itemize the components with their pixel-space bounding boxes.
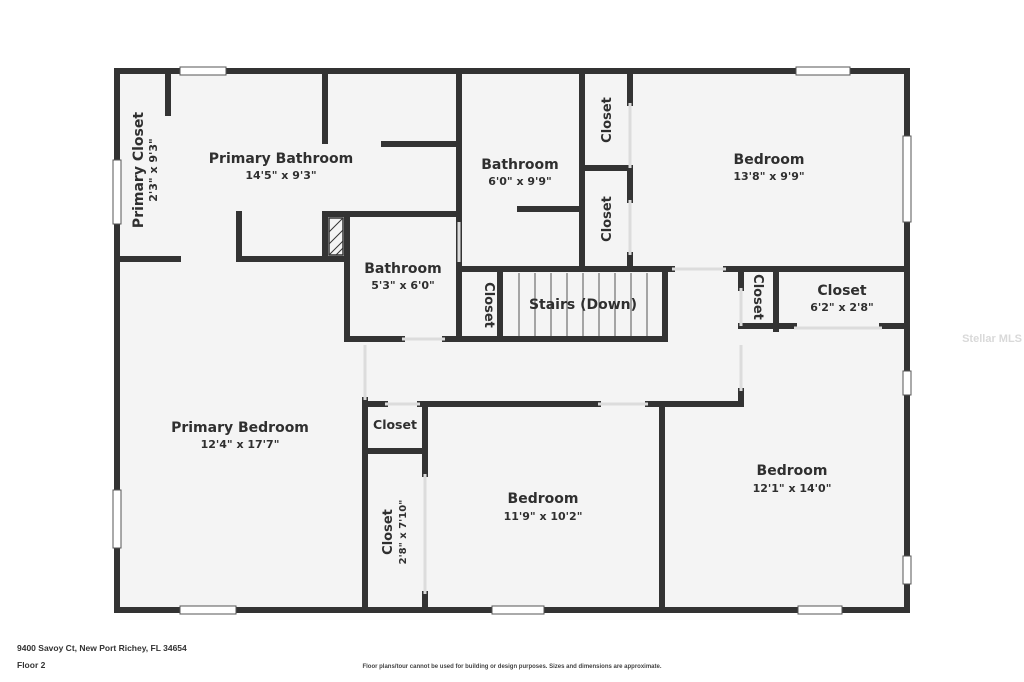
room-name-closet: Closet — [373, 417, 417, 432]
watermark: Stellar MLS — [962, 333, 1022, 345]
room-name-closet: Closet — [481, 282, 496, 328]
room-name-closet: Closet — [750, 274, 765, 320]
room-dims-primary-bathroom: 14'5" x 9'3" — [245, 169, 316, 182]
room-name-closet: Closet — [817, 283, 867, 299]
room-name-primary-bedroom: Primary Bedroom — [171, 420, 309, 436]
room-dims-primary-bedroom: 12'4" x 17'7" — [201, 438, 280, 451]
room-dims-bathroom: 6'0" x 9'9" — [488, 175, 552, 188]
floor-label: Floor 2 — [17, 660, 46, 670]
room-dims-closet: 2'8" x 7'10" — [398, 500, 409, 565]
room-dims-bathroom: 5'3" x 6'0" — [371, 279, 435, 292]
room-name-primary-bathroom: Primary Bathroom — [209, 151, 353, 167]
room-dims-bedroom: 12'1" x 14'0" — [753, 482, 832, 495]
room-name-bedroom: Bedroom — [734, 152, 805, 168]
stairs-treads — [518, 273, 648, 336]
room-dims-primary-closet: 2'3" x 9'3" — [147, 138, 160, 202]
room-dims-closet: 6'2" x 2'8" — [810, 301, 874, 314]
address-text: 9400 Savoy Ct, New Port Richey, FL 34654 — [17, 643, 187, 653]
room-name-bathroom: Bathroom — [481, 157, 559, 173]
disclaimer-text: Floor plans/tour cannot be used for buil… — [362, 664, 662, 670]
room-name-stairs: Stairs (Down) — [529, 297, 637, 313]
walls — [114, 68, 910, 613]
room-name-closet: Closet — [600, 196, 615, 242]
room-dims-bedroom: 13'8" x 9'9" — [733, 170, 804, 183]
room-dims-bedroom: 11'9" x 10'2" — [504, 510, 583, 523]
room-name-primary-closet: Primary Closet — [131, 112, 147, 228]
room-name-bedroom: Bedroom — [757, 463, 828, 479]
room-name-bedroom: Bedroom — [508, 491, 579, 507]
room-name-bathroom: Bathroom — [364, 261, 442, 277]
room-name-closet: Closet — [381, 509, 396, 555]
windows — [112, 66, 912, 615]
room-name-closet: Closet — [600, 97, 615, 143]
